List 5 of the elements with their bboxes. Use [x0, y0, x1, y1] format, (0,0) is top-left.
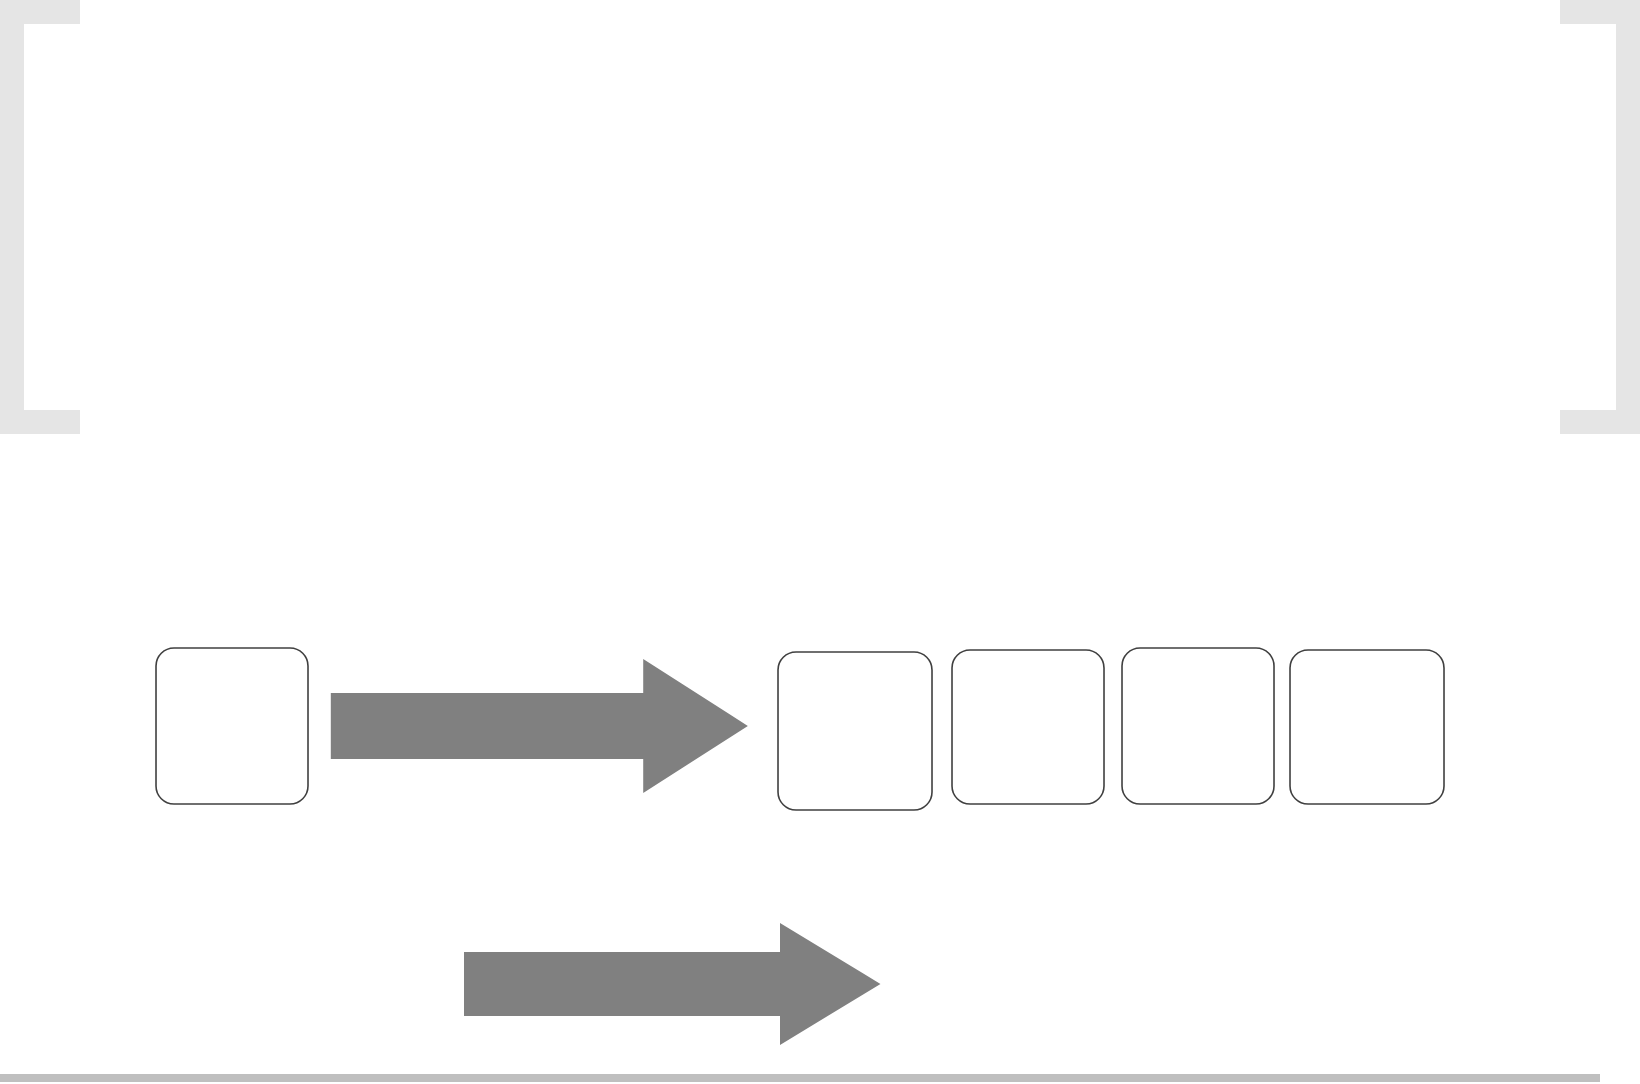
empty-box: [951, 649, 1105, 805]
empty-box: [155, 647, 309, 805]
empty-box: [1121, 647, 1275, 805]
empty-box: [777, 651, 933, 811]
empty-box: [1289, 649, 1445, 805]
